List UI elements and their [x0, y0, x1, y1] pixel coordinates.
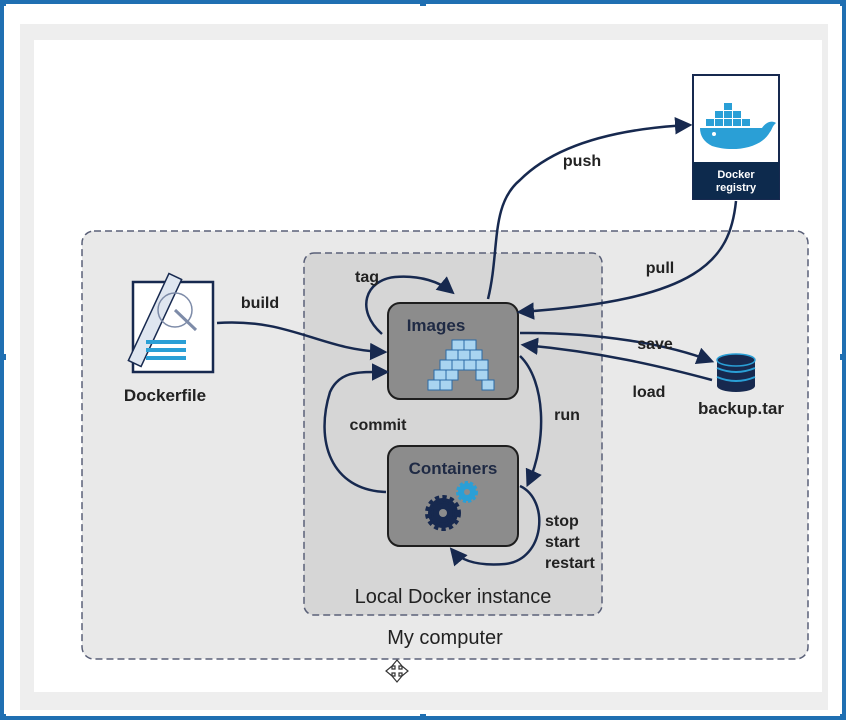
docker-registry-icon[interactable]	[692, 74, 780, 200]
load-arrow	[520, 337, 713, 382]
build-arrow	[216, 321, 388, 361]
dockerfile-label: Dockerfile	[124, 386, 206, 405]
stop-label: stop	[545, 513, 579, 530]
resize-handle-top-right[interactable]	[840, 0, 846, 6]
restart-label: restart	[545, 555, 595, 572]
resize-handle-top[interactable]	[420, 0, 426, 6]
backup-tar-label: backup.tar	[698, 399, 784, 418]
dockerfile-icon[interactable]	[127, 272, 215, 374]
images-label: Images	[407, 316, 466, 335]
start-label: start	[545, 534, 580, 551]
stacked-cubes-icon	[427, 339, 495, 391]
build-label: build	[241, 295, 279, 312]
tag-label: tag	[355, 269, 379, 286]
resize-handle-right[interactable]	[840, 354, 846, 360]
push-arrow	[486, 116, 693, 300]
stop-start-restart-arrow	[449, 484, 541, 567]
run-arrow	[519, 355, 543, 488]
save-arrow	[519, 331, 715, 365]
resize-handle-bottom-right[interactable]	[840, 714, 846, 720]
move-cursor-icon	[385, 659, 409, 683]
containers-box[interactable]: Containers	[387, 445, 519, 547]
docker-registry-label-line1: Docker	[717, 169, 755, 181]
docker-whale-icon	[700, 103, 776, 150]
pull-label: pull	[646, 260, 674, 277]
run-label: run	[554, 407, 580, 424]
save-label: save	[637, 336, 673, 353]
load-label: load	[633, 384, 666, 401]
commit-arrow	[323, 363, 390, 494]
images-box[interactable]: Images	[387, 302, 519, 400]
push-label: push	[563, 153, 601, 170]
resize-handle-left[interactable]	[0, 354, 6, 360]
containers-label: Containers	[409, 459, 498, 478]
resize-handle-bottom-left[interactable]	[0, 714, 6, 720]
pull-arrow	[516, 200, 738, 320]
docker-registry-label-line2: registry	[716, 182, 757, 194]
resize-handle-bottom[interactable]	[420, 714, 426, 720]
database-disk-icon[interactable]	[716, 353, 756, 392]
my-computer-label: My computer	[387, 627, 503, 649]
commit-label: commit	[350, 417, 408, 434]
resize-handle-top-left[interactable]	[0, 0, 6, 6]
local-docker-instance-label: Local Docker instance	[355, 586, 552, 608]
tag-arrow	[365, 275, 455, 335]
gears-icon	[425, 481, 478, 531]
